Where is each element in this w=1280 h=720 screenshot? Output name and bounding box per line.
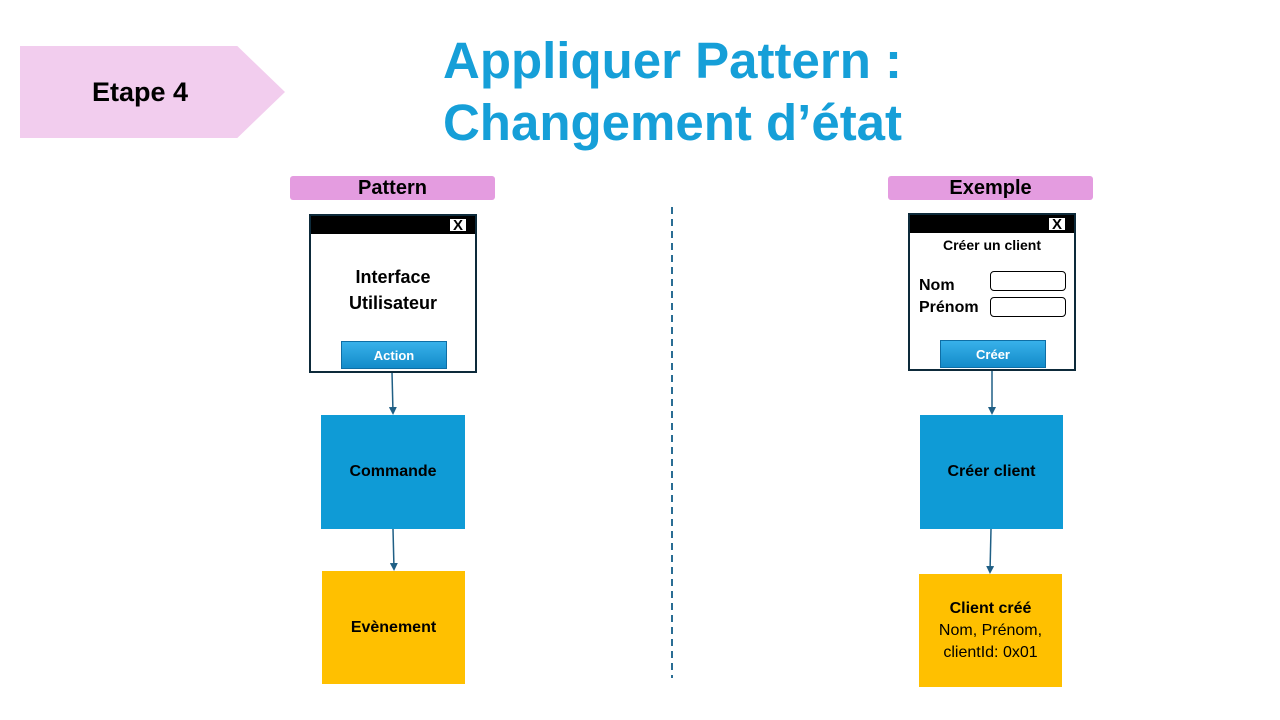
prenom-input[interactable] xyxy=(990,297,1066,317)
title-line-1: Appliquer Pattern : xyxy=(442,32,903,89)
window-text-line-1: Interface xyxy=(355,267,431,287)
create-client-command-box: Créer client xyxy=(920,415,1063,529)
close-icon[interactable]: X xyxy=(449,218,467,233)
client-created-event-box: Client créé Nom, Prénom, clientId: 0x01 xyxy=(919,574,1062,687)
pattern-header: Pattern xyxy=(290,176,495,200)
create-button[interactable]: Créer xyxy=(940,340,1046,368)
example-window: X Créer un client Nom Prénom Créer xyxy=(908,213,1076,371)
title-line-2: Changement d’état xyxy=(442,94,903,151)
command-box: Commande xyxy=(321,415,465,529)
arrow-command-to-event-pattern xyxy=(389,528,398,571)
nom-input[interactable] xyxy=(990,271,1066,291)
action-button[interactable]: Action xyxy=(341,341,447,369)
arrow-window-to-command-pattern xyxy=(388,371,397,415)
window-title-bar: X xyxy=(910,215,1074,233)
close-icon[interactable]: X xyxy=(1048,217,1066,232)
form-title: Créer un client xyxy=(942,237,1042,253)
nom-label: Nom xyxy=(919,277,955,294)
window-title-bar: X xyxy=(311,216,475,234)
page-title: Appliquer Pattern : Changement d’état xyxy=(380,30,965,154)
event-line-2: clientId: 0x01 xyxy=(943,643,1038,661)
event-box: Evènement xyxy=(322,571,465,684)
event-title: Client créé xyxy=(949,599,1032,617)
step-badge xyxy=(20,46,285,138)
pattern-window: X Interface Utilisateur Action xyxy=(309,214,477,373)
example-header: Exemple xyxy=(888,176,1093,200)
event-line-1: Nom, Prénom, xyxy=(938,621,1043,639)
step-label: Etape 4 xyxy=(91,76,189,107)
arrow-command-to-event-example xyxy=(986,528,995,574)
prenom-label: Prénom xyxy=(919,299,979,316)
window-text-line-2: Utilisateur xyxy=(348,293,438,313)
